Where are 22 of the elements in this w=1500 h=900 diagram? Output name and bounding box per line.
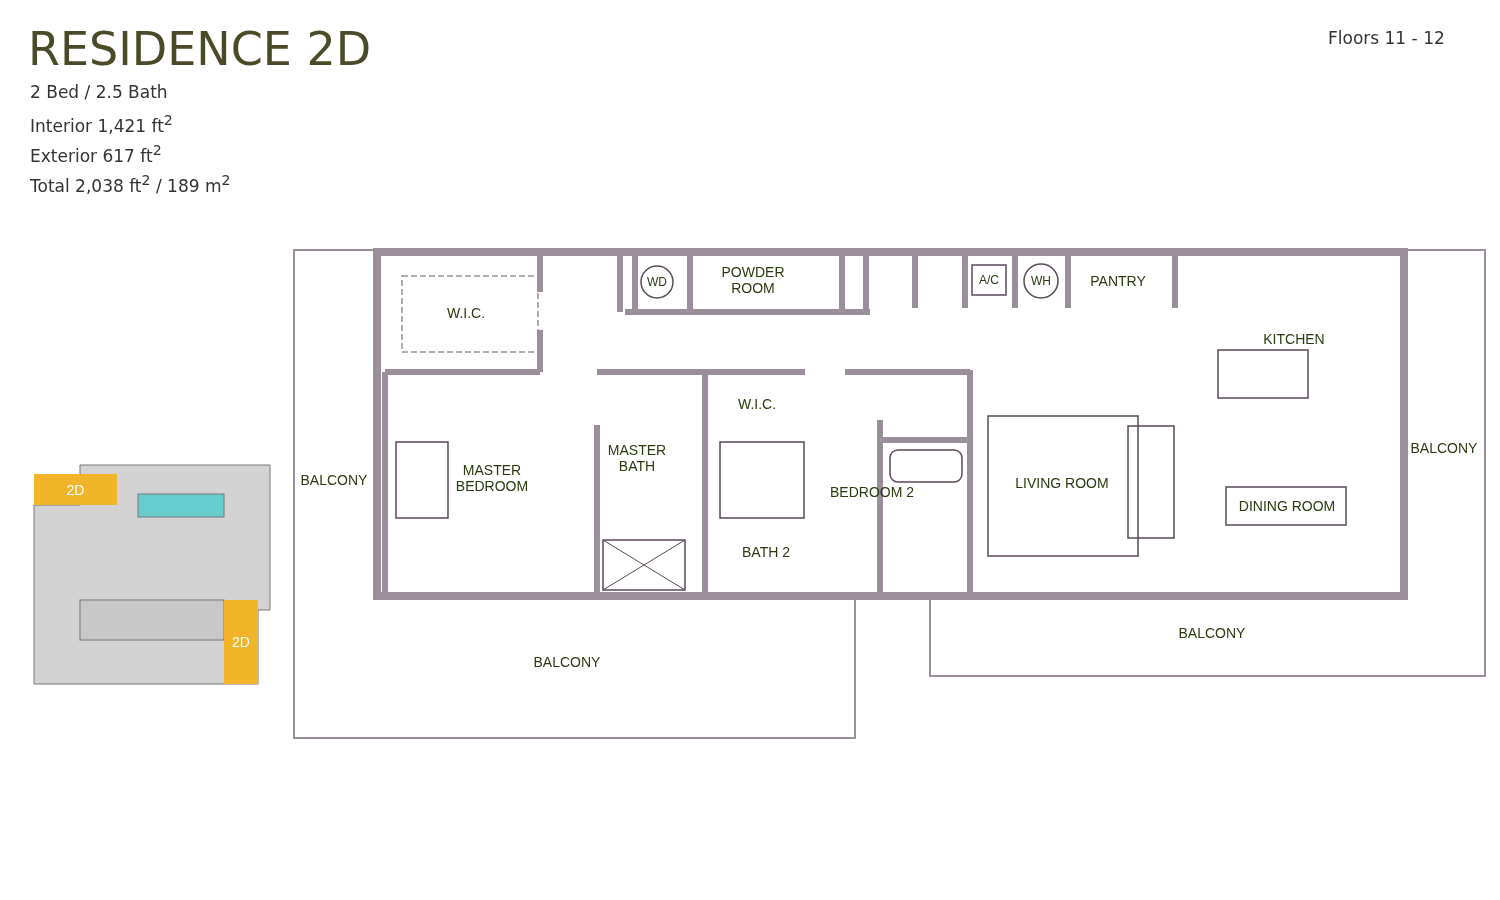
room-label: W.I.C.: [732, 396, 782, 412]
room-label: POWDER ROOM: [718, 264, 788, 296]
room-label: BALCONY: [1409, 440, 1479, 456]
area-figure: Interior 1,421 ft$^{2}$: [30, 112, 173, 136]
title: RESIDENCE 2D: [28, 22, 372, 76]
area-figure: Exterior 617 ft$^{2}$: [30, 142, 162, 166]
room-label: W.I.C.: [436, 305, 496, 321]
room-label: PANTRY: [1083, 273, 1153, 289]
room-label: LIVING ROOM: [1012, 475, 1112, 491]
room-label: KITCHEN: [1254, 331, 1334, 347]
unit-summary: 2 Bed / 2.5 Bath: [30, 82, 168, 102]
room-label: MASTER BATH: [602, 442, 672, 474]
room-label: BALCONY: [1177, 625, 1247, 641]
room-label: BALCONY: [299, 472, 369, 488]
unit-highlight: 2D: [34, 474, 117, 505]
floor-range: Floors 11 - 12: [1328, 28, 1445, 48]
area-figure: Total 2,038 ft$^{2}$ / 189 m$^{2}$: [30, 172, 231, 196]
room-label: BEDROOM 2: [827, 484, 917, 500]
room-label: BALCONY: [532, 654, 602, 670]
room-label: BATH 2: [736, 544, 796, 560]
unit-highlight: 2D: [224, 600, 258, 684]
room-label: MASTER BEDROOM: [447, 462, 537, 494]
